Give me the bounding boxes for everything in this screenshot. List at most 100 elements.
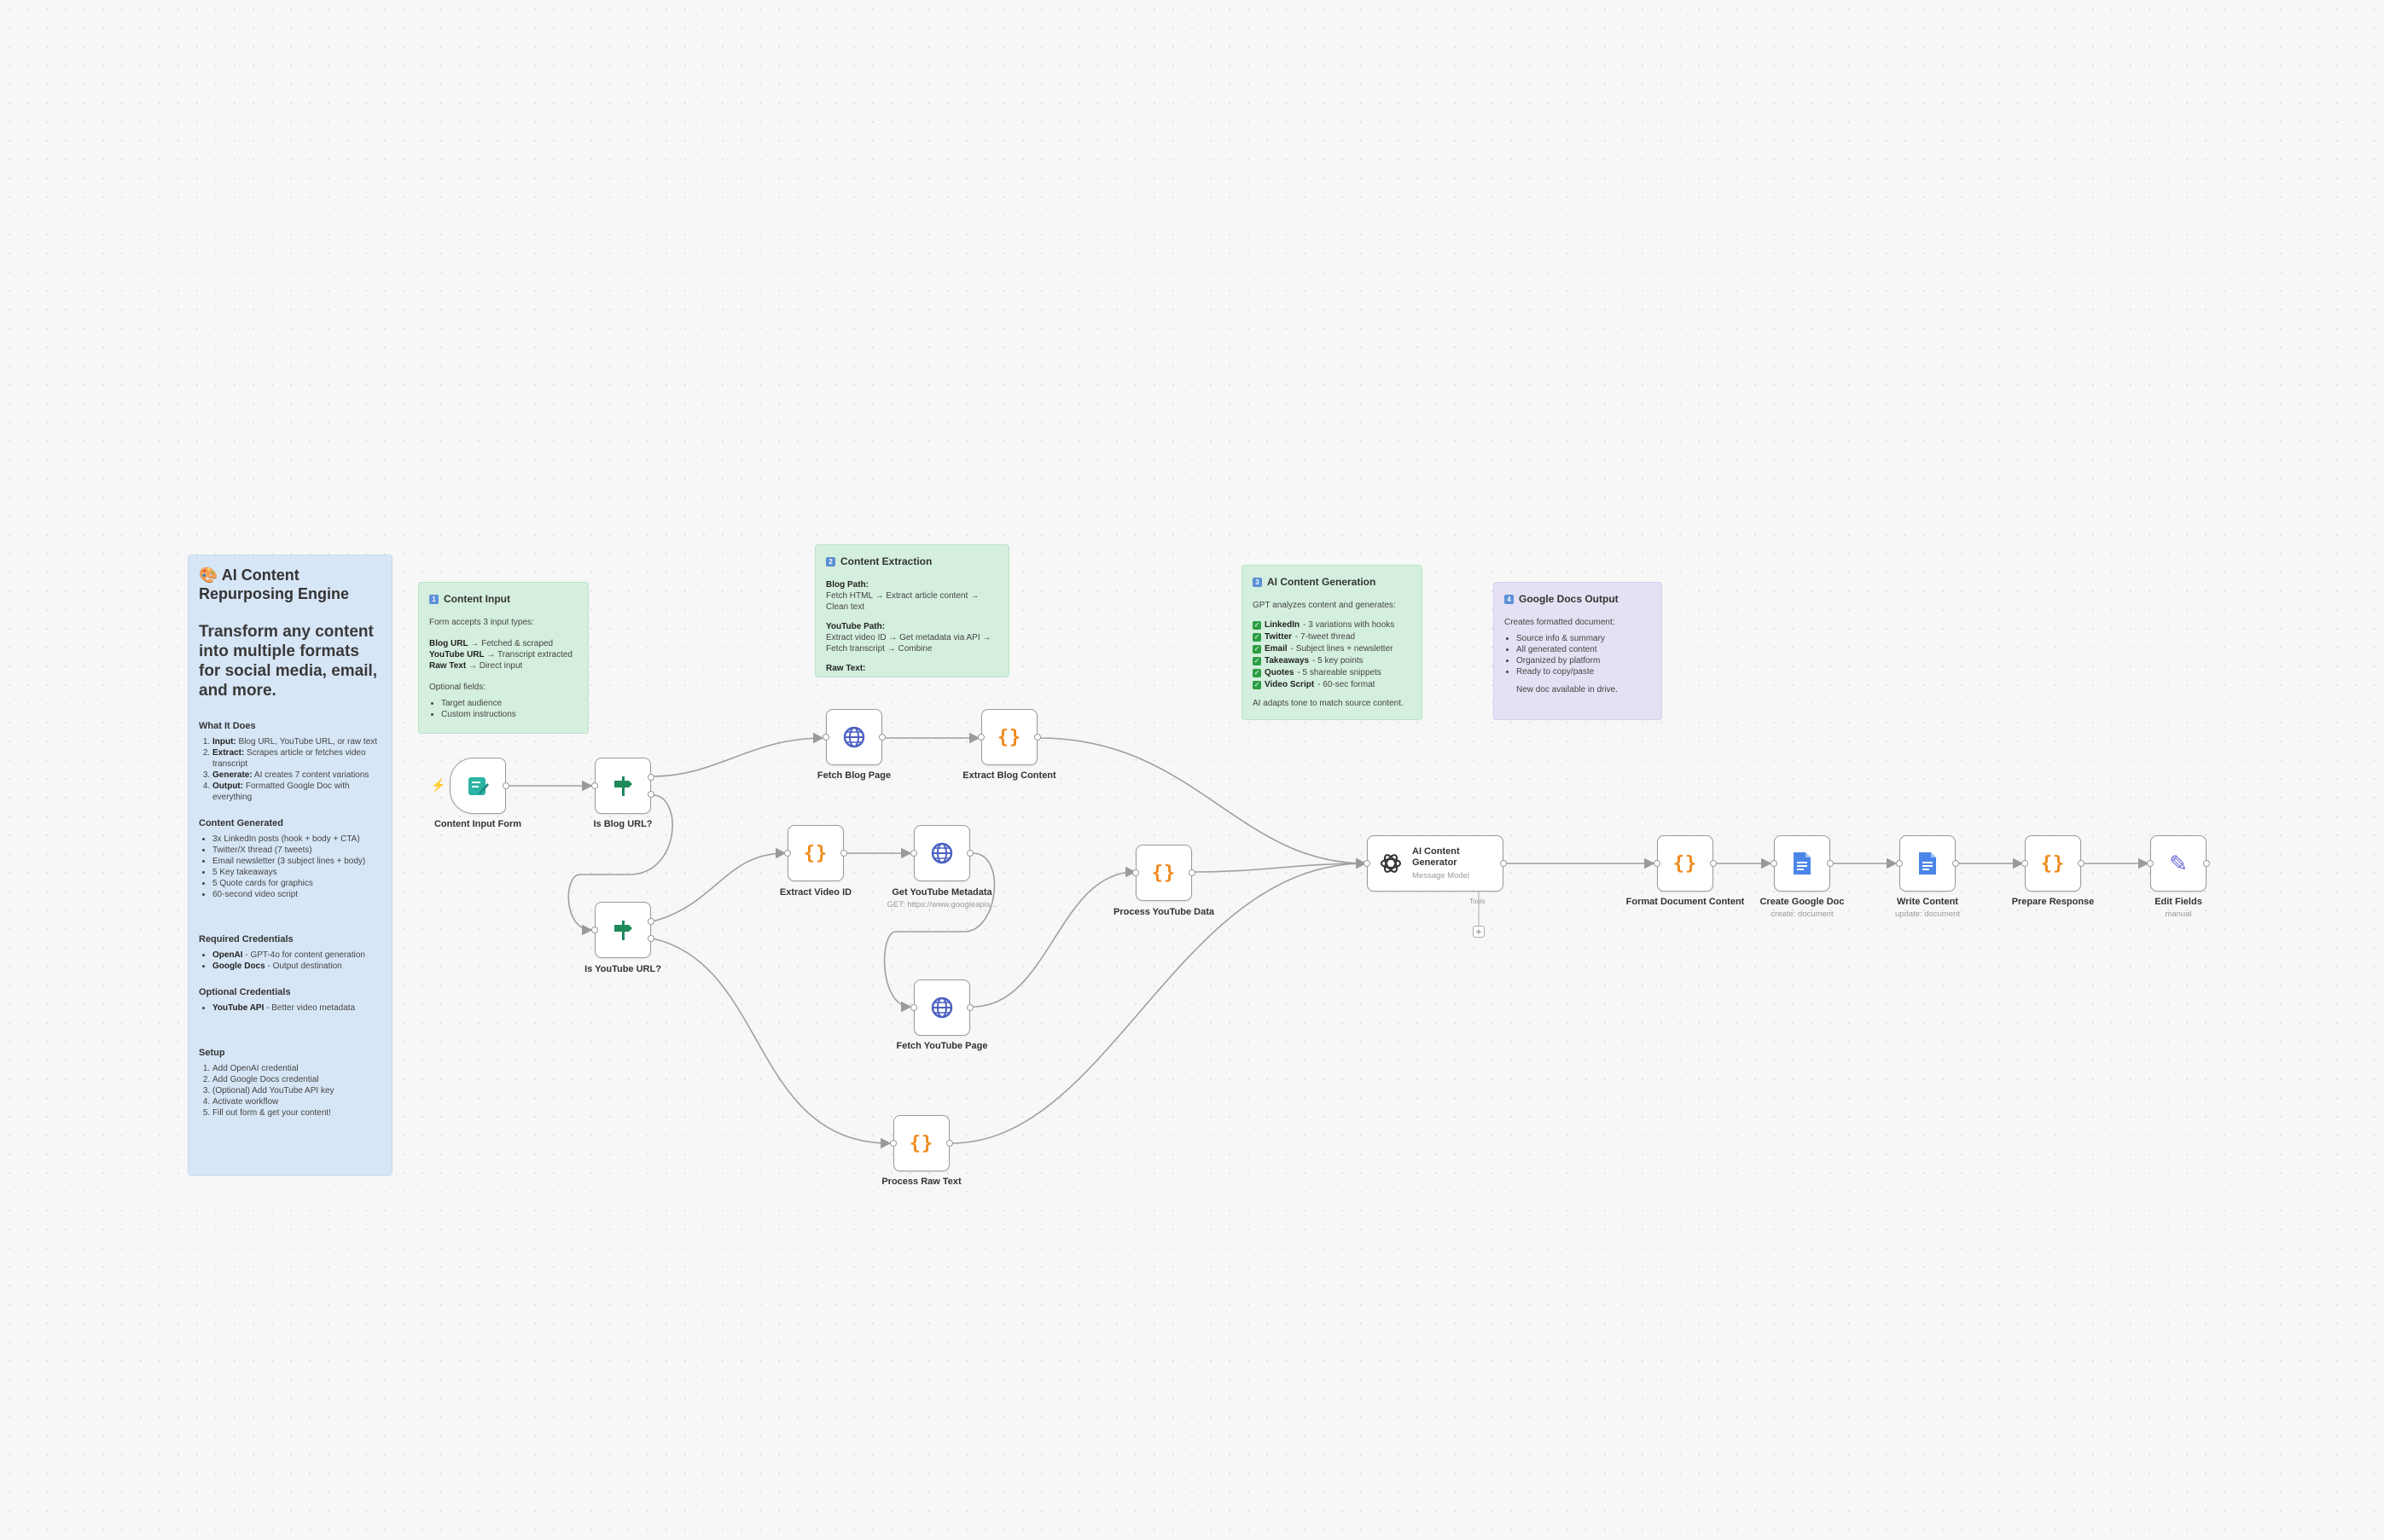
switch-icon	[614, 776, 632, 796]
list-item: Activate workflow	[212, 1096, 381, 1107]
globe-icon	[931, 842, 953, 864]
list-item: Add Google Docs credential	[212, 1074, 381, 1085]
output-port[interactable]	[967, 1004, 974, 1011]
list-item: Email newsletter (3 subject lines + body…	[212, 856, 381, 867]
output-port-true[interactable]	[648, 773, 654, 781]
list-item: Twitter/X thread (7 tweets)	[212, 845, 381, 856]
node-write-content[interactable]	[1896, 835, 1959, 892]
check-item: ✓Email - Subject lines + newsletter	[1253, 644, 1393, 654]
node-edit-fields[interactable]: ✎	[2147, 835, 2210, 892]
node-format-document-content[interactable]: {}	[1654, 835, 1717, 892]
node-is-blog-url[interactable]	[591, 758, 654, 814]
output-port[interactable]	[840, 850, 847, 857]
list-item: Fill out form & get your content!	[212, 1107, 381, 1119]
node-get-youtube-metadata[interactable]	[910, 825, 974, 881]
output-port[interactable]	[1189, 869, 1195, 876]
input-port[interactable]	[2147, 860, 2154, 867]
input-port[interactable]	[910, 850, 917, 857]
globe-icon	[843, 726, 865, 748]
node-is-youtube-url[interactable]	[591, 902, 654, 958]
output-port[interactable]	[1500, 860, 1507, 867]
note-list: Source info & summary All generated cont…	[1504, 633, 1651, 677]
add-tool-button[interactable]: +	[1473, 926, 1485, 938]
output-port-true[interactable]	[648, 917, 654, 925]
input-port[interactable]	[591, 927, 598, 933]
node-subtitle: manual	[2165, 909, 2192, 919]
node-subtitle: Message Model	[1412, 871, 1470, 880]
note-footer: AI adapts tone to match source content.	[1253, 699, 1404, 708]
node-label: Fetch Blog Page	[817, 770, 892, 781]
node-extract-video-id[interactable]: {}	[784, 825, 847, 881]
input-port[interactable]	[1771, 860, 1777, 867]
output-port[interactable]	[1710, 860, 1717, 867]
sticky-note-overview[interactable]: 🎨 AI Content Repurposing Engine Transfor…	[188, 555, 392, 1176]
input-port[interactable]	[978, 734, 985, 741]
list-item: OpenAI - GPT-4o for content generation	[212, 950, 381, 961]
input-port[interactable]	[1132, 869, 1139, 876]
checkmark-icon: ✓	[1253, 657, 1261, 665]
edge-processyt-to-ai	[1194, 857, 1367, 873]
edge-isblog-to-fetchblog	[652, 732, 824, 777]
node-label: Extract Blog Content	[962, 770, 1056, 781]
node-label: Extract Video ID	[779, 887, 852, 898]
input-port[interactable]	[1654, 860, 1660, 867]
tools-connector-label: Tools	[1469, 898, 1486, 905]
list-item: 5 Key takeaways	[212, 867, 381, 878]
setup-heading: Setup	[199, 1048, 225, 1058]
input-port[interactable]	[591, 782, 598, 789]
node-content-input-form[interactable]	[450, 758, 509, 814]
form-icon	[468, 777, 489, 795]
overview-tagline: Transform any content into multiple form…	[199, 623, 378, 700]
output-port[interactable]	[2078, 860, 2085, 867]
output-port-false[interactable]	[648, 935, 654, 943]
node-subtitle: create: document	[1771, 909, 1834, 919]
output-port[interactable]	[1827, 860, 1834, 867]
node-label: Content Input Form	[433, 819, 522, 829]
output-port[interactable]	[1034, 734, 1041, 741]
switch-icon	[614, 921, 632, 940]
edge-extractblog-to-ai	[1038, 737, 1367, 869]
node-fetch-youtube-page[interactable]	[910, 979, 974, 1036]
node-create-google-doc[interactable]	[1771, 835, 1834, 892]
node-process-youtube-data[interactable]: {}	[1132, 845, 1195, 901]
output-port-false[interactable]	[648, 791, 654, 799]
code-braces-icon: {}	[909, 1132, 934, 1154]
note-raw-path: Raw Text:	[826, 664, 866, 673]
node-process-raw-text[interactable]: {}	[890, 1115, 953, 1171]
node-fetch-blog-page[interactable]	[823, 709, 886, 765]
input-port[interactable]	[890, 1140, 897, 1147]
input-port[interactable]	[1896, 860, 1903, 867]
output-port[interactable]	[2203, 860, 2210, 867]
input-port[interactable]	[784, 850, 791, 857]
node-extract-blog-content[interactable]: {}	[978, 709, 1041, 765]
what-it-does-list: Input: Blog URL, YouTube URL, or raw tex…	[199, 736, 381, 803]
node-label: Write Content	[1897, 897, 1958, 907]
node-label: Prepare Response	[2011, 897, 2095, 907]
input-port[interactable]	[1364, 860, 1370, 867]
step-number-badge: 2	[826, 556, 835, 567]
output-port[interactable]	[946, 1140, 953, 1147]
note-footer: New doc available in drive.	[1516, 685, 1618, 694]
output-port[interactable]	[503, 782, 509, 789]
node-prepare-response[interactable]: {}	[2021, 835, 2085, 892]
setup-list: Add OpenAI credential Add Google Docs cr…	[199, 1063, 381, 1119]
node-label: Create Google Doc	[1759, 897, 1845, 907]
output-port[interactable]	[1952, 860, 1959, 867]
note-optional-list: Target audience Custom instructions	[429, 698, 578, 720]
input-port[interactable]	[2021, 860, 2028, 867]
code-braces-icon: {}	[803, 842, 829, 864]
output-port[interactable]	[967, 850, 974, 857]
input-port[interactable]	[910, 1004, 917, 1011]
input-port[interactable]	[823, 734, 829, 741]
node-label: Process Raw Text	[881, 1177, 962, 1187]
node-ai-content-generator[interactable]: AI Content Generator Message Model	[1364, 835, 1507, 892]
code-braces-icon: {}	[2040, 852, 2066, 875]
output-port[interactable]	[879, 734, 886, 741]
list-item: Input: Blog URL, YouTube URL, or raw tex…	[212, 736, 381, 747]
optional-credentials-list: YouTube API - Better video metadata	[199, 1002, 381, 1014]
